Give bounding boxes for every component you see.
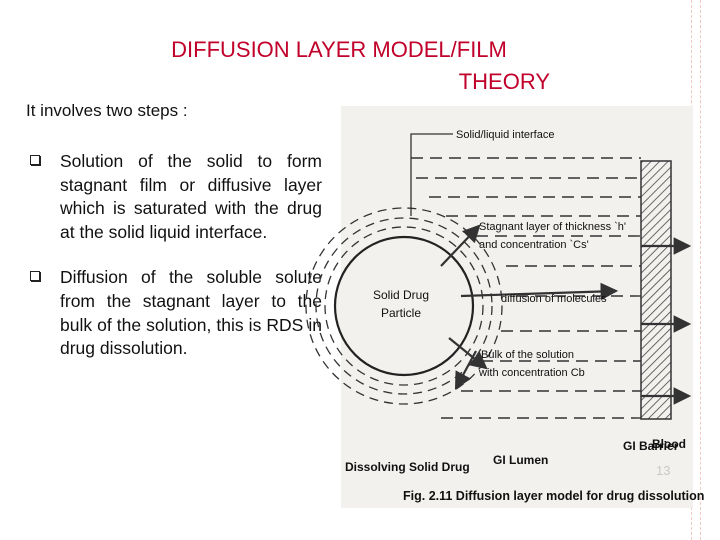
checkbox-bullet-icon xyxy=(30,271,40,282)
solution-dash-lines xyxy=(411,157,641,419)
label-interface: Solid/liquid interface xyxy=(456,129,554,141)
label-diffusion: diffusion of molecules xyxy=(501,293,607,305)
label-blood: Blood xyxy=(652,437,686,451)
intro-text: It involves two steps : xyxy=(26,101,188,120)
stagnant-layer-rings xyxy=(305,207,503,405)
slide-border-decoration xyxy=(691,0,720,540)
label-gi-lumen: GI Lumen xyxy=(493,453,548,467)
solid-drug-particle xyxy=(333,235,475,377)
figure-caption: Fig. 2.11 Diffusion layer model for drug… xyxy=(403,489,704,503)
slide-number: 13 xyxy=(656,463,671,478)
label-stagnant-2: and concentration `Cs' xyxy=(479,239,589,251)
bullet-item: Solution of the solid to form stagnant f… xyxy=(26,150,322,244)
diffusion-arrows xyxy=(440,224,692,405)
diffusion-layer-figure: Solid/liquid interface Stagnant layer of… xyxy=(305,106,704,508)
bullet-text: Diffusion of the soluble solute from the… xyxy=(60,267,322,359)
label-particle-2: Particle xyxy=(381,306,421,320)
label-dissolving: Dissolving Solid Drug xyxy=(345,460,470,474)
label-bulk-2: with concentration Cb xyxy=(478,367,585,379)
bullet-item: Diffusion of the soluble solute from the… xyxy=(26,266,322,360)
slide-title-line1: DIFFUSION LAYER MODEL/FILM xyxy=(171,37,507,62)
bullet-list: Solution of the solid to form stagnant f… xyxy=(26,150,322,383)
bullet-text: Solution of the solid to form stagnant f… xyxy=(60,151,322,242)
slide-title: DIFFUSION LAYER MODEL/FILM THEORY xyxy=(100,34,560,98)
label-particle-1: Solid Drug xyxy=(373,288,429,302)
label-gi-barrier: GI Barrier xyxy=(623,439,679,453)
slide-title-line2: THEORY xyxy=(458,69,550,94)
label-bulk-1: Bulk of the solution xyxy=(481,349,574,361)
checkbox-bullet-icon xyxy=(30,155,40,165)
gi-barrier xyxy=(640,160,672,420)
label-stagnant-1: Stagnant layer of thickness `h' xyxy=(479,221,626,233)
